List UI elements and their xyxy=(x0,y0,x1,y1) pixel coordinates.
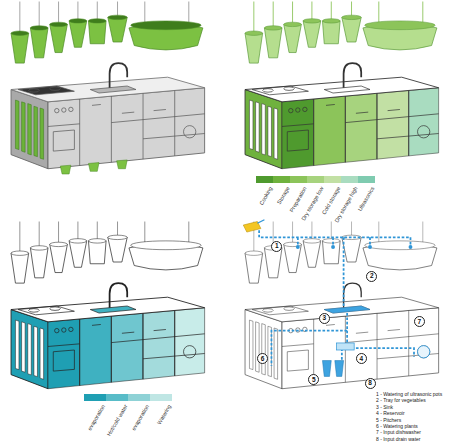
sink xyxy=(324,306,370,313)
legend-swatch xyxy=(106,394,128,401)
legend-label: Cooking xyxy=(259,186,274,206)
zone-band xyxy=(111,313,143,382)
legend-swatch xyxy=(324,176,341,183)
pot-rim xyxy=(11,235,201,255)
island-side xyxy=(245,90,282,169)
island-side xyxy=(11,90,48,169)
storage-slot xyxy=(249,100,277,159)
water-pipe xyxy=(259,230,414,366)
water-drop xyxy=(409,245,413,249)
legend-list-line: 3 - Sink xyxy=(376,404,393,410)
legend-label: Watering xyxy=(157,404,173,426)
zone-band xyxy=(143,310,175,379)
zone-band xyxy=(314,96,346,165)
faucet xyxy=(110,283,128,308)
water-drop xyxy=(296,245,413,249)
legend-list-line: 8 - Input drain water xyxy=(376,436,420,442)
zone-band xyxy=(345,93,377,162)
dishwasher xyxy=(418,346,430,358)
zone-kitchen xyxy=(245,2,439,169)
water-kitchen xyxy=(11,222,205,389)
cooktop xyxy=(18,86,74,95)
zone-band xyxy=(377,90,409,159)
island-top xyxy=(11,297,205,322)
island-detail xyxy=(252,306,439,386)
water-circuit xyxy=(243,220,438,389)
island-side xyxy=(245,310,282,389)
legend-label: Hot/cold water xyxy=(107,404,129,437)
water-drop xyxy=(331,245,335,249)
callout-circle: 8 xyxy=(365,378,376,389)
zone-band xyxy=(48,319,80,389)
faucet xyxy=(344,283,362,308)
legend-list-line: 2 - Tray for vegetables xyxy=(376,397,426,403)
legend-swatch xyxy=(341,176,358,183)
callout-circle: 3 xyxy=(319,313,330,324)
legend-list-line: 1 - Watering of ultrasonic pots xyxy=(376,391,442,397)
under-pot xyxy=(88,163,99,172)
legend-list-line: 7 - Input dishwasher xyxy=(376,429,421,435)
zone-band xyxy=(80,316,112,385)
pitcher xyxy=(322,361,343,377)
under-pot xyxy=(60,160,127,174)
island-side xyxy=(11,310,48,389)
legend-list-line: 5 - Pitchers xyxy=(376,417,401,423)
rendered-kitchen xyxy=(11,2,205,174)
legend-label: Storage xyxy=(277,186,291,205)
legend-label: Ultrasonics xyxy=(358,186,376,212)
callout-number: 3 xyxy=(322,315,326,322)
under-pot xyxy=(117,160,128,169)
storage-slot xyxy=(249,320,277,379)
legend-label: evaporation xyxy=(87,404,106,432)
zone-band xyxy=(409,88,439,156)
legend-swatch xyxy=(256,176,273,183)
zone-band xyxy=(282,99,314,169)
storage-slot xyxy=(15,100,43,159)
callout-number: 6 xyxy=(261,356,265,363)
island-top xyxy=(245,297,439,322)
can-spout xyxy=(257,220,264,224)
callout-number: 7 xyxy=(417,319,421,326)
reservoir xyxy=(337,343,355,350)
storage-slot xyxy=(15,320,43,379)
legend-swatch xyxy=(290,176,307,183)
callout-number: 1 xyxy=(275,243,279,250)
faucet xyxy=(110,63,128,88)
island-top xyxy=(11,77,205,102)
faucet xyxy=(344,63,362,88)
legend-label: evaporation xyxy=(131,404,150,432)
callout-number: 8 xyxy=(368,380,372,387)
pot-rim xyxy=(11,15,201,35)
legend-swatch xyxy=(358,176,375,183)
island-detail xyxy=(18,86,205,166)
pot-rim xyxy=(245,15,435,35)
legend-swatch xyxy=(307,176,324,183)
water-drop xyxy=(296,245,300,249)
island-detail xyxy=(252,86,439,166)
callout-circle: 2 xyxy=(366,271,377,282)
under-pot xyxy=(60,165,71,174)
legend-swatch xyxy=(273,176,290,183)
legend-swatch xyxy=(84,394,106,401)
island-detail xyxy=(18,306,205,386)
callout-number: 5 xyxy=(312,377,316,384)
legend-swatch xyxy=(128,394,150,401)
callout-circle: 4 xyxy=(356,353,367,364)
island-top xyxy=(245,77,439,102)
legend-swatch xyxy=(150,394,172,401)
callout-circle: 1 xyxy=(271,241,282,252)
water-drop xyxy=(368,245,372,249)
zone-band xyxy=(175,308,205,376)
callout-number: 2 xyxy=(370,273,374,280)
legend-list-line: 4 - Reservoir xyxy=(376,410,405,416)
legend-list-line: 6 - Watering plants xyxy=(376,423,418,429)
callout-number: 4 xyxy=(359,356,363,363)
